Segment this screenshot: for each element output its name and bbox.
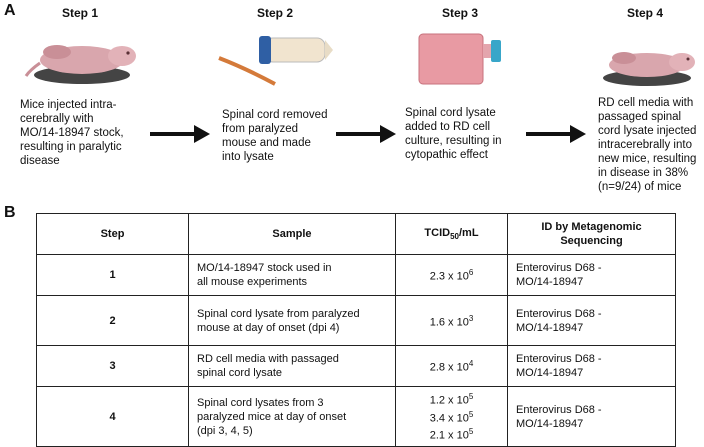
table-row: 3 RD cell media with passaged spinal cor… [36,345,676,387]
table-header-row: Step Sample TCID50/mL ID by Metagenomic … [36,213,676,255]
row-id: Enterovirus D68 - MO/14-18947 [507,386,676,447]
table-row: 1 MO/14-18947 stock used in all mouse ex… [36,254,676,296]
table-row: 2 Spinal cord lysate from paralyzed mous… [36,295,676,346]
row-id: Enterovirus D68 - MO/14-18947 [507,295,676,346]
step-1-description: Mice injected intra- cerebrally with MO/… [20,99,124,167]
header-id: ID by Metagenomic Sequencing [507,213,676,255]
header-tcid: TCID50/mL [395,213,508,255]
table-row: 4 Spinal cord lysates from 3 paralyzed m… [36,386,676,447]
arrow-step-1-to-2 [150,125,210,143]
panel-a-label: A [4,2,16,19]
header-sample: Sample [188,213,396,255]
row-step: 4 [36,386,189,447]
step-4-description: RD cell media with passaged spinal cord … [598,97,697,193]
row-id: Enterovirus D68 - MO/14-18947 [507,345,676,387]
step-4-title: Step 4 [626,6,663,20]
step-3-title: Step 3 [441,6,478,20]
row-step: 2 [36,295,189,346]
row-tcid: 1.6 x 103 [395,295,508,346]
row-tcid: 2.3 x 106 [395,254,508,296]
row-step: 3 [36,345,189,387]
mouse-illustration-step-1 [24,45,136,84]
cell-culture-flask-illustration [418,33,501,85]
row-tcid: 2.8 x 104 [395,345,508,387]
header-step: Step [36,213,189,255]
step-1-title: Step 1 [61,6,98,20]
step-2-title: Step 2 [256,6,293,20]
mouse-illustration-step-4 [603,52,695,86]
spinal-cord-tube-illustration [218,36,333,86]
step-2-description: Spinal cord removed from paralyzed mouse… [222,109,328,163]
step-3-description: Spinal cord lysate added to RD cell cult… [405,107,502,161]
row-sample: Spinal cord lysates from 3 paralyzed mic… [188,386,396,447]
arrow-step-3-to-4 [526,125,586,143]
results-table: Step Sample TCID50/mL ID by Metagenomic … [36,213,676,447]
row-id: Enterovirus D68 - MO/14-18947 [507,254,676,296]
row-sample: Spinal cord lysate from paralyzed mouse … [188,295,396,346]
row-tcid: 1.2 x 105 3.4 x 105 2.1 x 105 [395,386,508,447]
panel-b-label: B [4,204,16,221]
row-sample: MO/14-18947 stock used in all mouse expe… [188,254,396,296]
row-sample: RD cell media with passaged spinal cord … [188,345,396,387]
arrow-step-2-to-3 [336,125,396,143]
row-step: 1 [36,254,189,296]
